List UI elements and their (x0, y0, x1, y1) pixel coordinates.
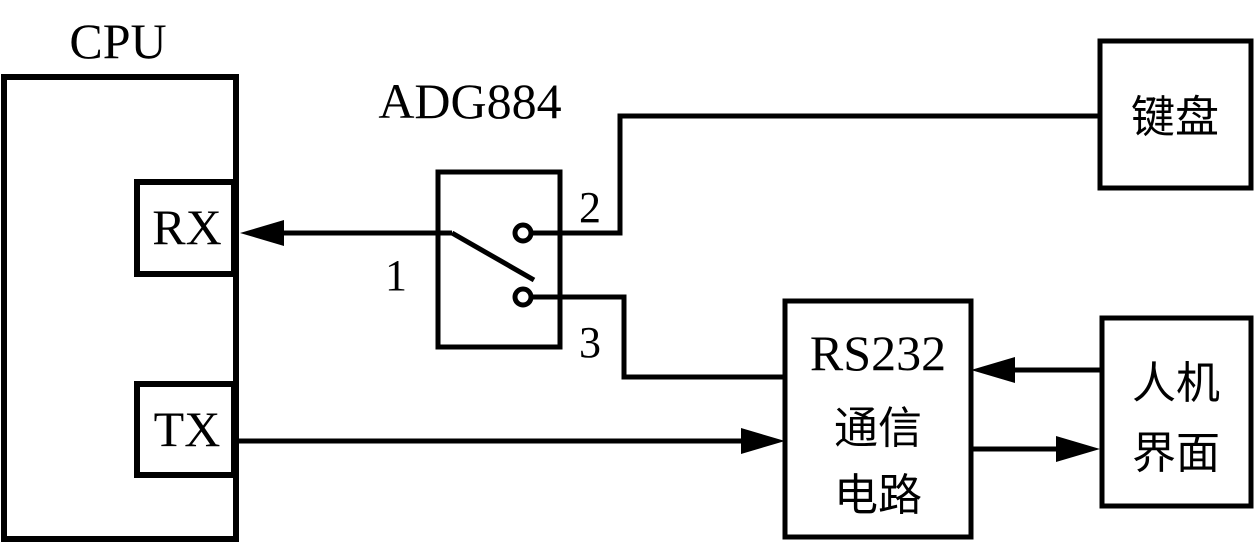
pin3-label: 3 (579, 318, 601, 367)
contact-2-icon (512, 222, 534, 244)
arrow-hmi-to-rs232 (971, 357, 1015, 383)
keyboard-label: 键盘 (1131, 92, 1219, 143)
hmi-block (1099, 315, 1254, 509)
rx-label: RX (152, 199, 221, 255)
rx-port (134, 179, 237, 277)
wire-pin2-to-keyboard (531, 113, 1100, 236)
cpu-title: CPU (69, 13, 166, 69)
rs232-block (782, 298, 974, 540)
pin1-label: 1 (385, 251, 407, 300)
tx-port (134, 381, 237, 478)
arrow-to-rx (240, 220, 284, 246)
wire-pin3-to-rs232 (531, 294, 785, 380)
hmi-line2: 界面 (1132, 428, 1220, 479)
switch-lever (450, 230, 536, 283)
rs232-line2: 通信 (834, 403, 922, 454)
keyboard-block (1097, 38, 1254, 191)
arrow-rs232-to-hmi (1056, 436, 1100, 462)
cpu-block (1, 74, 239, 542)
rs232-line1: RS232 (810, 325, 946, 381)
hmi-line1: 人机 (1132, 358, 1220, 409)
switch-block (435, 169, 563, 350)
rs232-line3: 电路 (834, 470, 922, 521)
tx-label: TX (154, 401, 221, 457)
pin2-label: 2 (579, 183, 601, 232)
arrow-to-rs232 (741, 428, 785, 454)
contact-3-icon (512, 286, 534, 308)
switch-title: ADG884 (378, 73, 561, 129)
